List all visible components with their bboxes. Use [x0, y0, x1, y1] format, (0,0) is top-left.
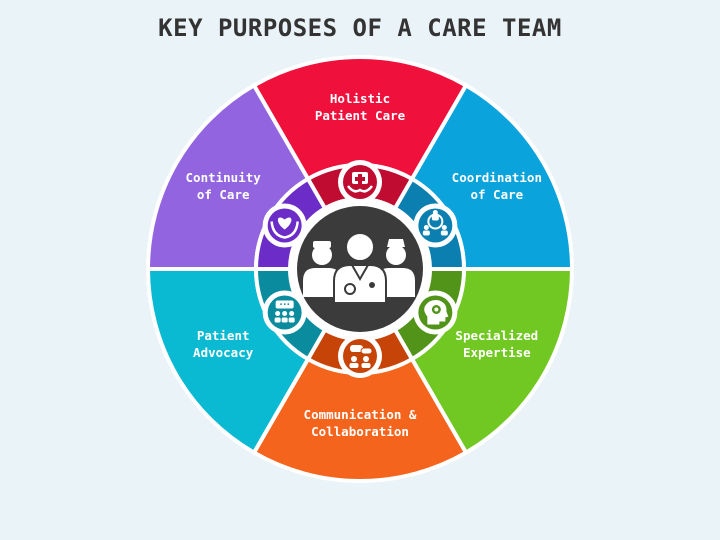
segment-label-line: Coordination: [452, 170, 542, 185]
medical-kit-hands-icon: [347, 172, 373, 193]
speaker-audience-icon: •••: [274, 300, 295, 323]
segment-label-coordination-of-care: Coordination of Care: [452, 170, 542, 202]
segment-label-communication-collaboration: Communication & Collaboration: [304, 407, 417, 439]
network-people-icon: [422, 210, 448, 236]
heart-hands-icon: [270, 217, 299, 239]
outer-rim: [146, 55, 574, 483]
segment-label-line: of Care: [197, 187, 250, 202]
segment-label-continuity-of-care: Continuity of Care: [186, 170, 262, 202]
segment-label-line: of Care: [470, 187, 523, 202]
icon-disc-communication-collaboration: [343, 339, 377, 373]
segment-label-line: Advocacy: [193, 345, 254, 360]
segment-label-line: Specialized: [455, 328, 538, 343]
segment-label-line: Holistic: [330, 91, 390, 106]
segment-label-line: Expertise: [463, 345, 531, 360]
segment-label-line: Continuity: [186, 170, 262, 185]
segment-label-line: Collaboration: [311, 424, 409, 439]
segment-label-line: Communication &: [304, 407, 417, 422]
chat-people-icon: [349, 345, 373, 368]
page-title: KEY PURPOSES OF A CARE TEAM: [158, 14, 562, 42]
segment-label-line: Patient Care: [315, 108, 406, 123]
head-gear-icon: [424, 300, 449, 325]
medical-team-icon: [303, 232, 415, 304]
segment-label-line: Patient: [197, 328, 250, 343]
svg-text:•••: •••: [279, 302, 290, 309]
